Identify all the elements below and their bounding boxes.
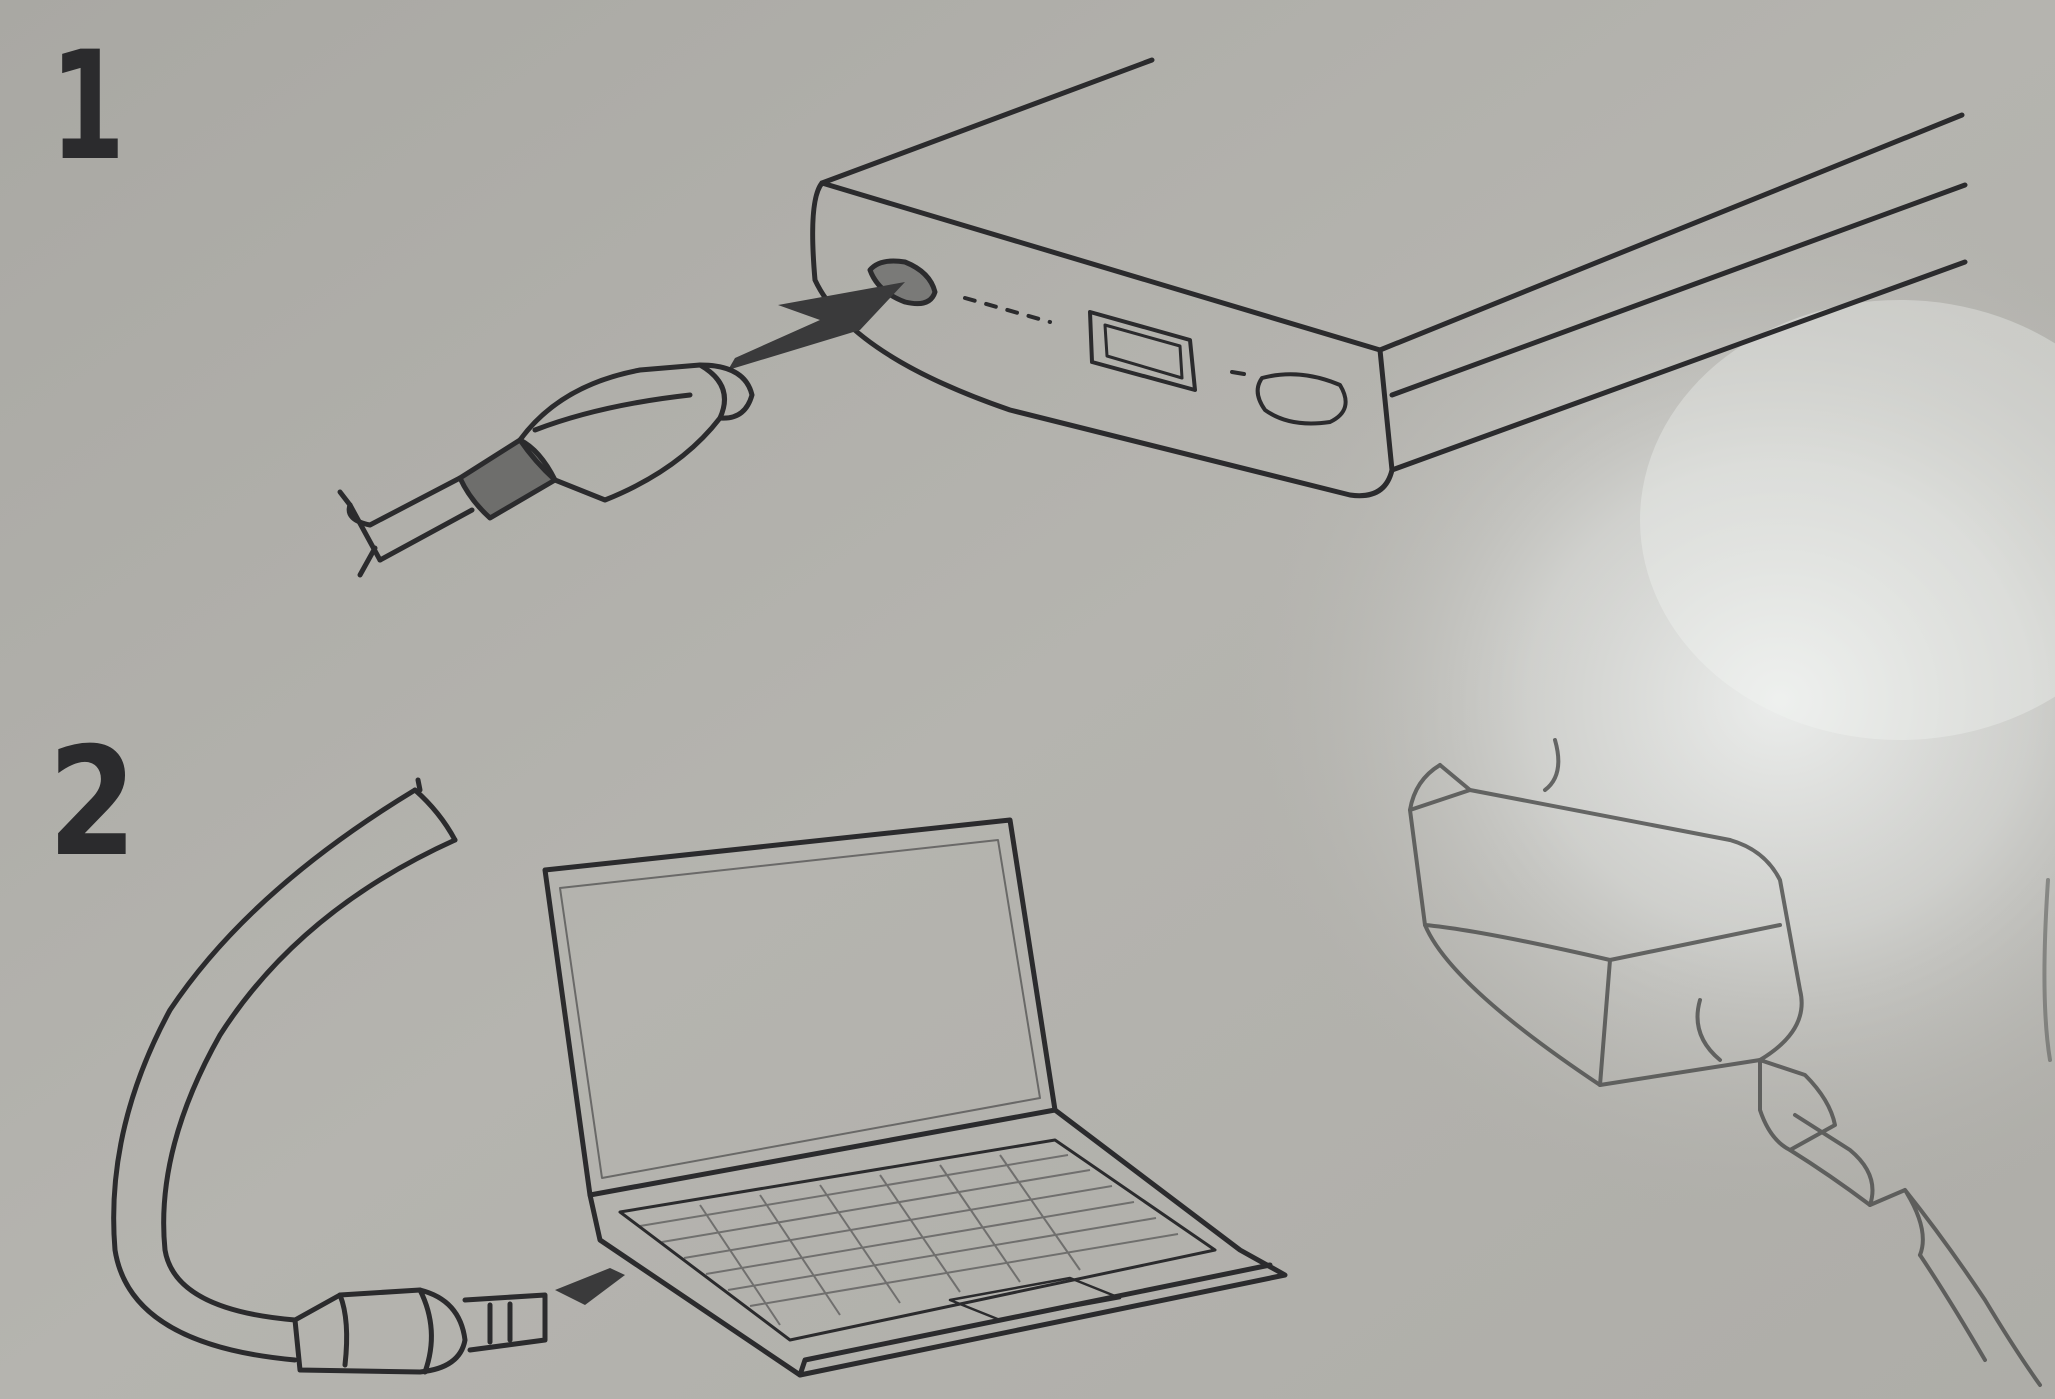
step-number-2: 2 — [48, 728, 137, 878]
step-number-1: 1 — [50, 32, 125, 182]
